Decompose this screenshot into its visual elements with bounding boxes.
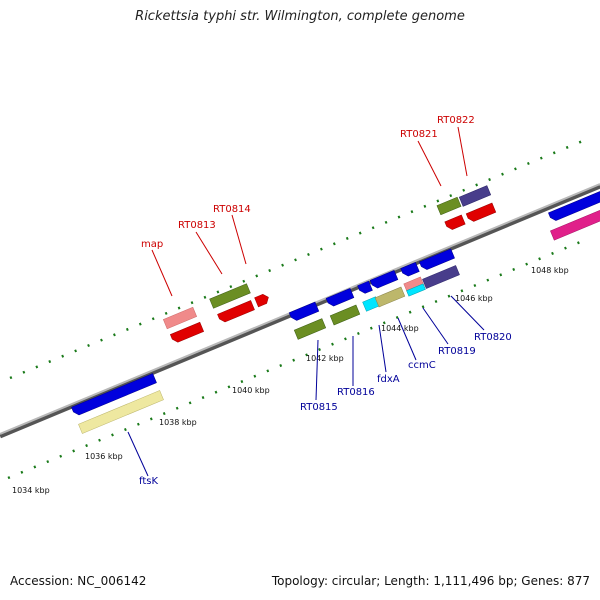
gene-feature xyxy=(548,187,600,221)
kbp-label: 1048 kbp xyxy=(531,266,569,275)
gene-feature xyxy=(293,318,327,340)
upper-gene-labels: map RT0813 RT0814 RT0821 RT0822 xyxy=(141,115,475,250)
gene-feature xyxy=(325,288,355,307)
gene-feature xyxy=(465,202,497,222)
gene-label-rt0814: RT0814 xyxy=(213,204,251,215)
gene-feature xyxy=(422,265,460,289)
gene-feature xyxy=(169,321,205,343)
gene-label-rt0821: RT0821 xyxy=(400,129,438,140)
gene-label-rt0813: RT0813 xyxy=(178,220,216,231)
lower-tick-track xyxy=(7,236,591,480)
gene-feature xyxy=(550,207,600,241)
kbp-labels: 1034 kbp 1036 kbp 1038 kbp 1040 kbp 1042… xyxy=(12,266,569,495)
gene-label-rt0815: RT0815 xyxy=(300,402,338,413)
lower-gene-labels: ftsK RT0815 RT0816 fdxA ccmC RT0819 RT08… xyxy=(139,332,512,487)
gene-feature xyxy=(217,300,255,323)
accession-text: Accession: NC_006142 xyxy=(10,574,147,588)
kbp-label: 1044 kbp xyxy=(381,324,419,333)
gene-feature xyxy=(458,185,492,207)
gene-label-rt0819: RT0819 xyxy=(438,346,476,357)
gene-label-ftsk: ftsK xyxy=(139,476,158,487)
gene-feature xyxy=(436,196,462,216)
gene-feature xyxy=(329,304,361,326)
kbp-label: 1034 kbp xyxy=(12,486,50,495)
gene-feature xyxy=(369,270,399,289)
label-leaders xyxy=(127,126,485,477)
gene-feature xyxy=(209,283,251,309)
gene-feature xyxy=(444,214,466,230)
gene-label-map: map xyxy=(141,239,163,250)
gene-feature xyxy=(374,286,406,308)
lower-strand-features xyxy=(71,248,460,434)
gene-feature xyxy=(288,301,320,321)
map-title: Rickettsia typhi str. Wilmington, comple… xyxy=(135,9,465,24)
gene-label-ccmc: ccmC xyxy=(408,360,436,371)
genome-stats-text: Topology: circular; Length: 1,111,496 bp… xyxy=(271,574,590,588)
kbp-label: 1040 kbp xyxy=(232,386,270,395)
kbp-label: 1046 kbp xyxy=(455,294,493,303)
gene-label-fdxa: fdxA xyxy=(377,374,400,385)
gene-label-rt0822: RT0822 xyxy=(437,115,475,126)
kbp-label: 1038 kbp xyxy=(159,418,197,427)
kbp-label: 1036 kbp xyxy=(85,452,123,461)
gene-feature xyxy=(406,283,426,297)
gene-feature xyxy=(419,248,455,270)
gene-feature xyxy=(162,306,198,330)
gene-feature xyxy=(400,261,420,277)
gene-label-rt0820: RT0820 xyxy=(474,332,512,343)
gene-feature xyxy=(71,373,157,416)
gene-feature xyxy=(357,280,373,294)
kbp-label: 1042 kbp xyxy=(306,354,344,363)
gene-feature xyxy=(254,293,269,308)
gene-label-rt0816: RT0816 xyxy=(337,387,375,398)
gene-feature xyxy=(78,390,164,434)
upper-strand-features xyxy=(162,185,600,343)
